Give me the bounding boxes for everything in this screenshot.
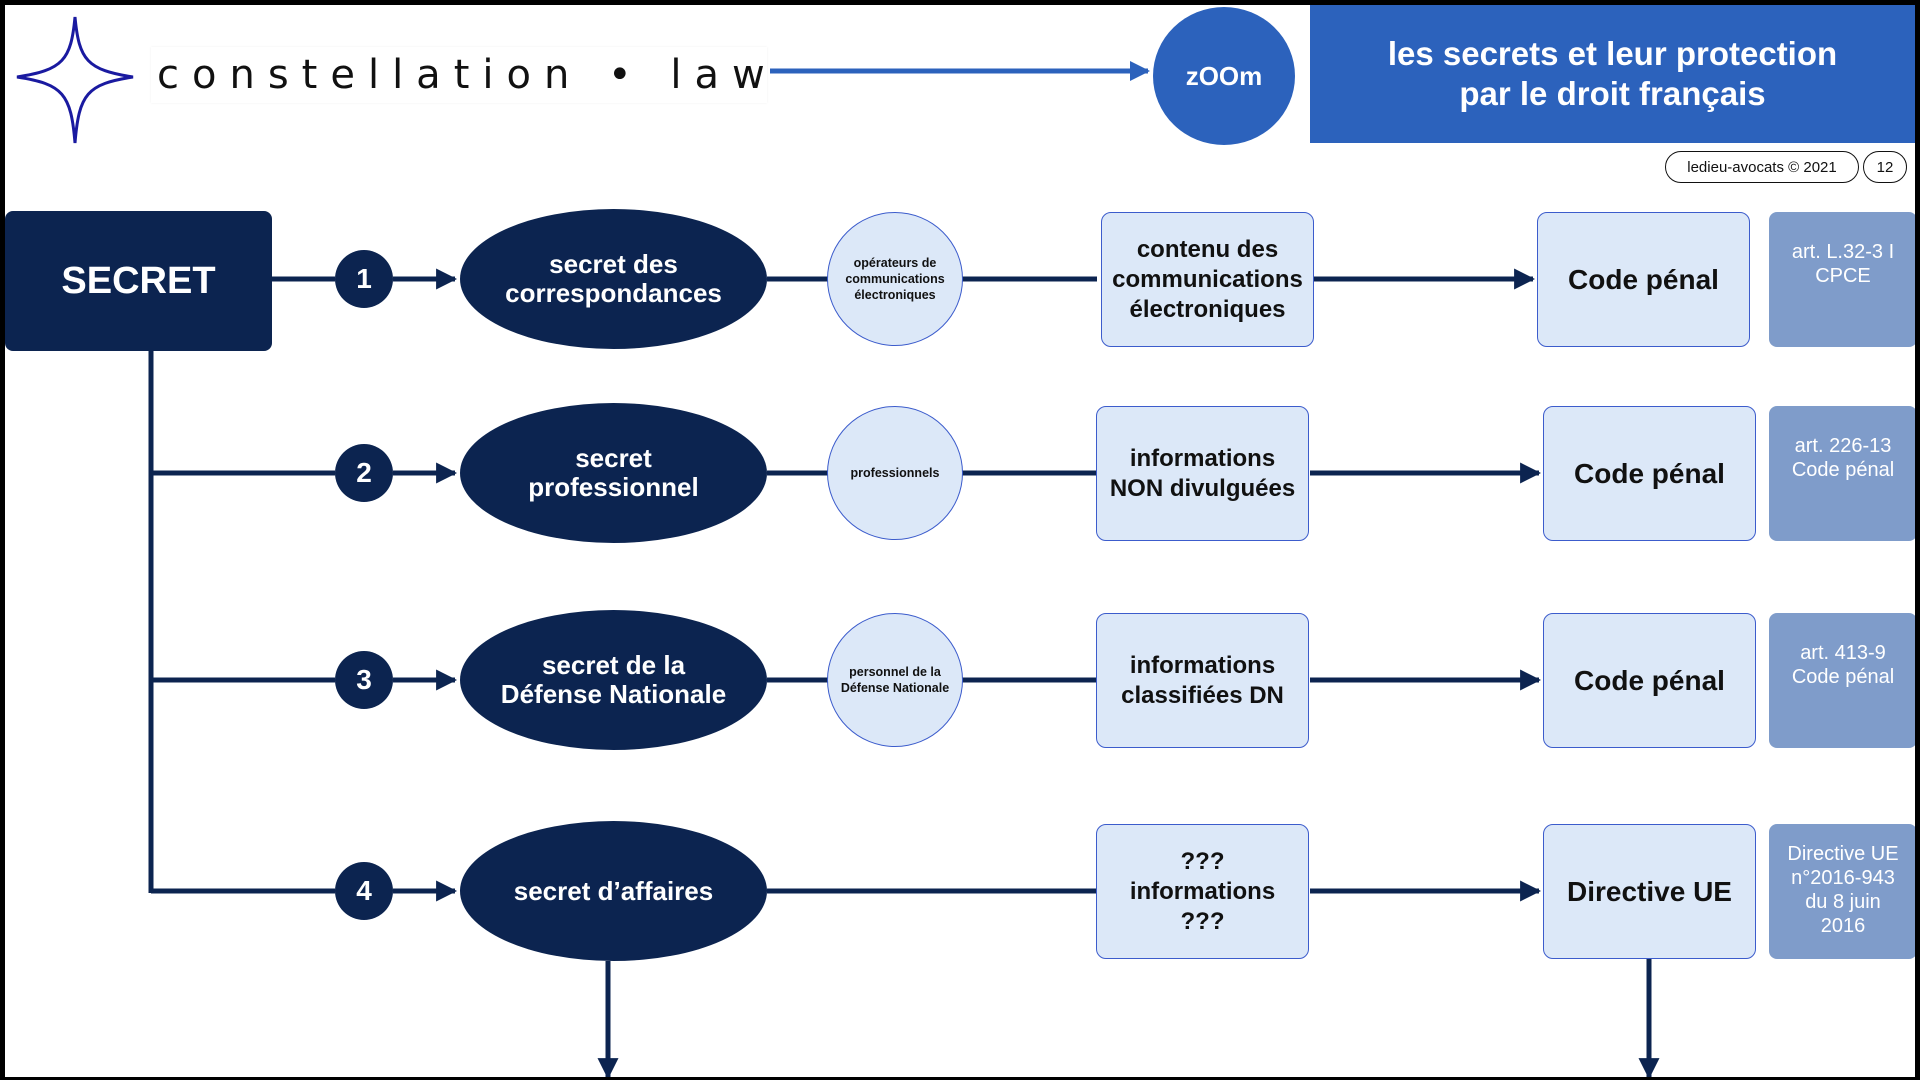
article-reference-box-line: Directive UE — [1787, 843, 1899, 865]
step-number-3: 3 — [335, 651, 393, 709]
information-box-line: communications — [1112, 265, 1303, 293]
secret-type-oval-line: secret de la — [541, 650, 686, 680]
slide: constellation • law zOOm les secrets et … — [5, 5, 1915, 1077]
legal-code-box: Code pénal — [1543, 613, 1756, 748]
title-line-1: les secrets et leur protection — [1387, 35, 1838, 72]
article-reference-box-line: n°2016-943 — [1791, 867, 1895, 889]
information-box: ???informations??? — [1096, 824, 1309, 959]
article-reference-box-line: art. L.32-3 I — [1791, 241, 1895, 263]
step-number-2: 2 — [335, 444, 393, 502]
step-number-1: 1 — [335, 250, 393, 308]
article-reference-box-line: du 8 juin — [1805, 891, 1881, 913]
actor-circle-line: personnel de la — [849, 665, 941, 679]
page-title: les secrets et leur protection par le dr… — [1310, 5, 1915, 143]
actor-circle: professionnels — [827, 406, 963, 540]
information-box-line: ??? — [1180, 847, 1225, 875]
actor-circle: personnel de la Défense Nationale — [827, 613, 963, 747]
page-number: 12 — [1863, 151, 1907, 183]
star-logo-icon — [16, 16, 134, 144]
secret-type-oval-line: secret — [575, 443, 652, 473]
actor-circle-line: électroniques — [854, 288, 936, 302]
legal-code-box: Directive UE — [1543, 824, 1756, 959]
title-line-2: par le droit français — [1459, 75, 1766, 112]
information-box-line: classifiées DN — [1121, 681, 1284, 709]
brand-name: constellation • law — [151, 47, 767, 103]
article-reference-box-line: 2016 — [1820, 915, 1866, 937]
actor-circle-line: opérateurs de — [853, 256, 937, 270]
information-box-line: informations — [1129, 651, 1276, 679]
secret-type-oval-line: secret d’affaires — [513, 875, 714, 906]
article-reference-box-line: Code pénal — [1791, 459, 1895, 481]
actor-circle: opérateurs de communications électroniques — [827, 212, 963, 346]
copyright-badge: ledieu-avocats © 2021 — [1665, 151, 1859, 183]
zoom-badge: zOOm — [1153, 7, 1295, 145]
legal-code-box: Code pénal — [1543, 406, 1756, 541]
article-reference-box-line: art. 226-13 — [1794, 435, 1892, 457]
legal-code-box: Code pénal — [1537, 212, 1750, 347]
information-box-line: électroniques — [1129, 295, 1286, 323]
information-box-line: contenu des — [1136, 235, 1279, 263]
information-box-line: ??? — [1180, 907, 1225, 935]
step-number-4: 4 — [335, 862, 393, 920]
secret-type-oval-line: professionnel — [528, 472, 699, 502]
secret-type-oval-line: secret des — [549, 249, 678, 279]
article-reference-box-line: art. 413-9 — [1800, 642, 1886, 664]
actor-circle-line: professionnels — [850, 466, 940, 480]
root-secret-box: SECRET — [5, 211, 272, 351]
information-box-line: informations — [1129, 444, 1276, 472]
secret-type-oval: secret d’affaires — [460, 821, 767, 961]
actor-circle-line: Défense Nationale — [840, 681, 950, 695]
secret-type-oval-line: correspondances — [505, 278, 722, 308]
information-box-line: informations — [1129, 877, 1276, 905]
actor-circle-line: communications — [845, 272, 945, 286]
article-reference-box-line: CPCE — [1815, 265, 1871, 287]
article-reference-box-line: Code pénal — [1791, 666, 1895, 688]
secret-type-oval-line: Défense Nationale — [500, 679, 727, 709]
information-box-line: NON divulguées — [1109, 474, 1296, 502]
